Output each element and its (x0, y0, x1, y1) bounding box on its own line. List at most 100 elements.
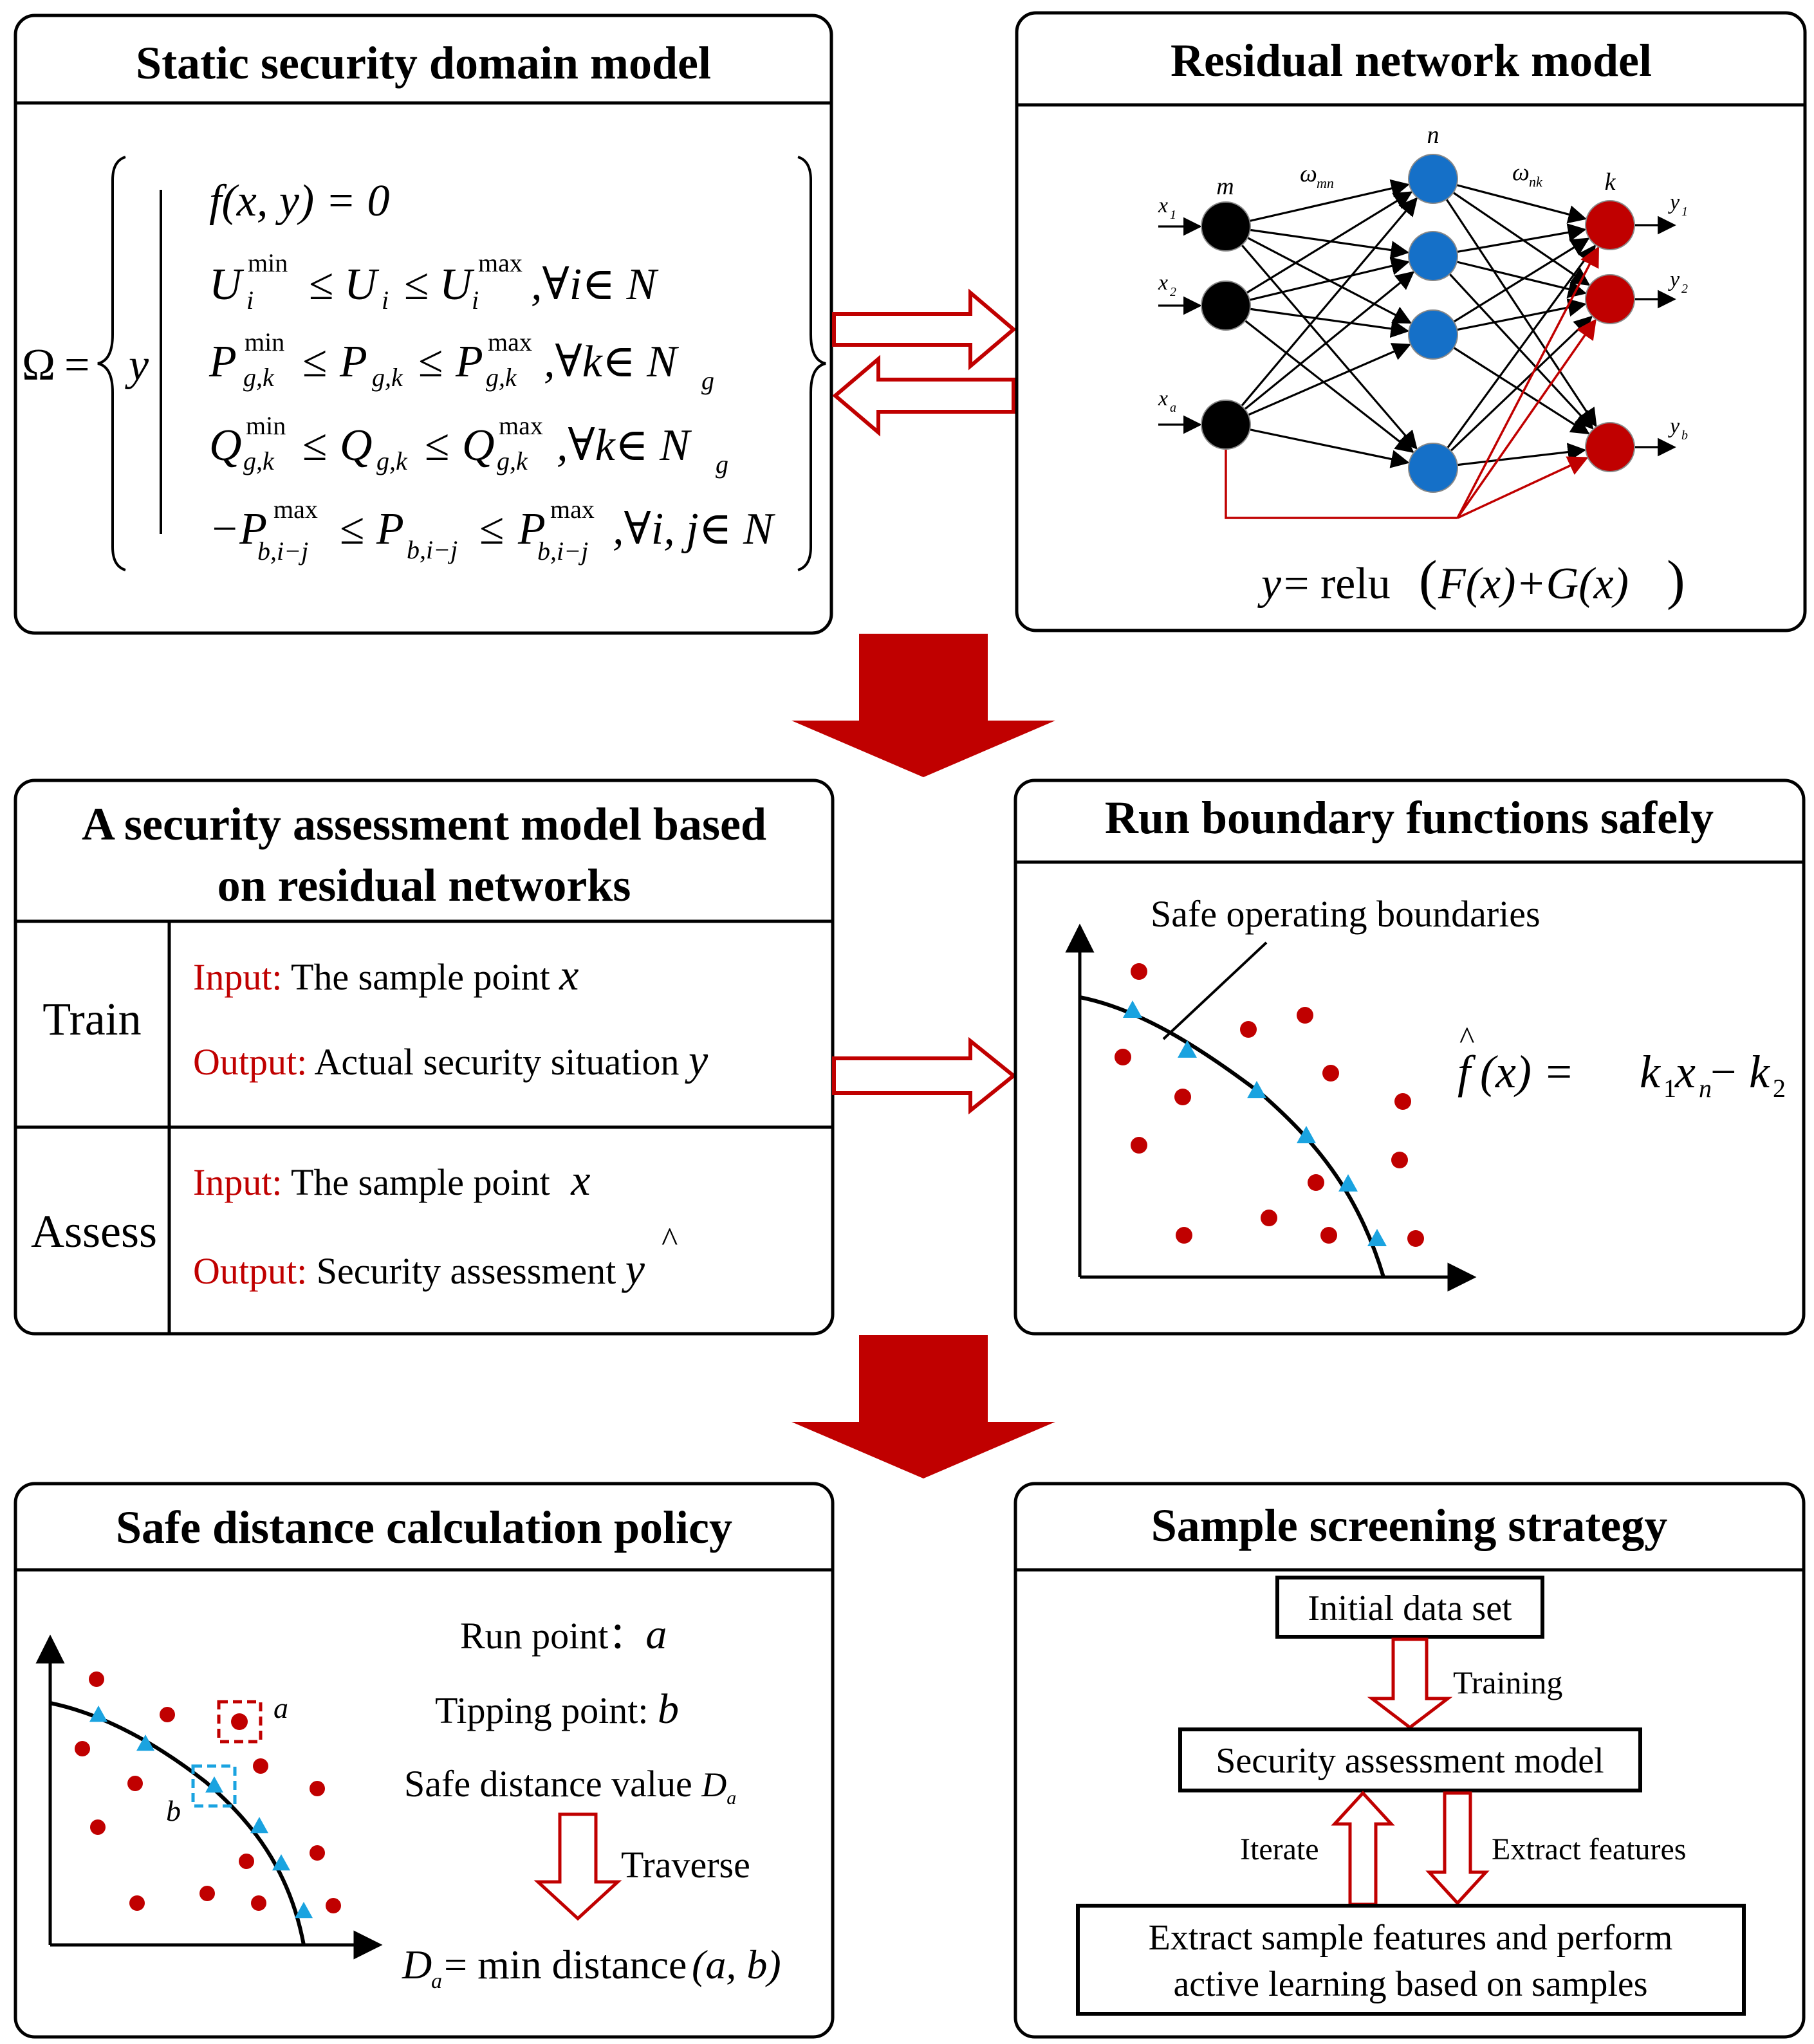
scatter-point (1394, 1093, 1411, 1110)
svg-text:y: y (1668, 190, 1680, 214)
boundary-annotation: Safe operating boundaries (1151, 893, 1541, 935)
scatter-point (253, 1758, 268, 1774)
svg-text:g,k: g,k (243, 363, 275, 392)
svg-text:U: U (209, 260, 245, 309)
svg-text:n: n (1699, 1074, 1712, 1103)
boundary-marker (295, 1902, 313, 1919)
svg-text:max: max (478, 248, 523, 277)
edge-input-hidden (1241, 197, 1418, 407)
training-arrow (1367, 1637, 1453, 1730)
active-learning-line2: active learning based on samples (1173, 1964, 1647, 2004)
svg-text:U: U (344, 260, 380, 309)
svg-text:y: y (1668, 268, 1680, 291)
traverse-arrow (533, 1812, 622, 1921)
svg-text:,∀k∈ N: ,∀k∈ N (557, 421, 692, 470)
weight-label-mn: ω mn (1300, 160, 1334, 191)
scatter-point (239, 1854, 254, 1869)
scatter-point (1261, 1210, 1277, 1226)
svg-text:^: ^ (1459, 1020, 1474, 1056)
svg-text:k: k (1640, 1046, 1661, 1098)
svg-text:,∀i∈ N: ,∀i∈ N (531, 260, 659, 309)
panel-static-security-domain: Static security domain model Ω = y f(x, … (14, 14, 833, 635)
panel-title-line2: on residual networks (217, 860, 631, 911)
scatter-point (1240, 1021, 1257, 1038)
hidden-node (1408, 309, 1458, 360)
svg-text:y: y (1257, 559, 1282, 609)
scatter-point (89, 1671, 104, 1687)
scatter-point (1131, 1137, 1147, 1154)
output-label-y2: y 2 (1668, 268, 1688, 296)
scatter-point (1320, 1227, 1337, 1244)
boundary-markers (89, 1706, 313, 1919)
tipping-point-highlight (191, 1764, 237, 1808)
constraint-branch-power: −P max b,i−j ≤ P b,i−j ≤ P max b,i−j ,∀i… (209, 495, 775, 566)
active-learning-line1: Extract sample features and perform (1149, 1918, 1673, 1958)
input-node (1201, 201, 1251, 252)
panel-title: Run boundary functions safely (1105, 792, 1714, 843)
svg-text:g: g (716, 450, 728, 479)
boundary-marker (250, 1817, 268, 1834)
svg-text:1: 1 (1681, 205, 1688, 219)
edge-hidden-output (1457, 443, 1587, 466)
svg-text:): ) (1667, 549, 1685, 611)
row-label-assess: Assess (31, 1206, 157, 1257)
left-brace (97, 156, 126, 571)
svg-text:i: i (246, 286, 254, 315)
scatter-point (1322, 1065, 1339, 1082)
boundary-marker (1297, 1126, 1316, 1143)
hidden-node (1408, 443, 1458, 493)
panel-title: Sample screening strategy (1151, 1500, 1668, 1551)
svg-text:P: P (339, 337, 367, 387)
svg-text:F(x)+G(x): F(x)+G(x) (1438, 559, 1629, 609)
panel-title: Residual network model (1171, 35, 1652, 86)
svg-text:D: D (402, 1942, 432, 1987)
skip-edge (1456, 318, 1597, 519)
svg-text:≤: ≤ (418, 337, 443, 387)
svg-text:≤: ≤ (340, 504, 364, 554)
assessment-model-label: Security assessment model (1216, 1741, 1604, 1781)
svg-text:P: P (208, 337, 237, 387)
edge-hidden-output (1456, 184, 1587, 224)
scatter-point (1115, 1049, 1131, 1065)
svg-text:Q: Q (340, 421, 373, 470)
scatter-point (1391, 1152, 1408, 1168)
input-label-x1: x 1 (1158, 194, 1176, 222)
svg-text:P: P (376, 504, 404, 554)
svg-text:2: 2 (1170, 285, 1176, 299)
scatter-point (127, 1776, 143, 1791)
panel-title: Safe distance calculation policy (116, 1502, 732, 1553)
iterate-arrow (1331, 1791, 1395, 1906)
svg-text:a: a (1170, 401, 1176, 415)
skip-edge (1456, 246, 1600, 519)
input-label-x2: x 2 (1158, 271, 1176, 299)
svg-text:nk: nk (1529, 174, 1543, 190)
panel-sample-screening: Sample screening strategy Initial data s… (1013, 1482, 1806, 2039)
extract-label: Extract features (1492, 1832, 1686, 1866)
edge-input-hidden (1248, 343, 1411, 416)
boundary-marker (136, 1735, 154, 1751)
svg-text:g,k: g,k (497, 447, 528, 475)
svg-text:mn: mn (1317, 175, 1334, 191)
edge-hidden-output (1448, 273, 1594, 430)
svg-text:b,i−j: b,i−j (537, 537, 588, 566)
omega-symbol: Ω (22, 340, 55, 390)
output-node (1585, 422, 1635, 472)
boundary-marker (1178, 1040, 1197, 1058)
edge-hidden-output (1453, 347, 1590, 435)
svg-text:,∀i, j∈ N: ,∀i, j∈ N (613, 504, 775, 554)
svg-text:ω: ω (1512, 159, 1530, 186)
scatter-point (1131, 963, 1147, 980)
edge-hidden-output (1450, 315, 1593, 452)
tipping-point-label: b (166, 1794, 181, 1827)
boundary-marker (205, 1776, 223, 1793)
svg-text:x: x (1158, 271, 1168, 295)
svg-text:b: b (1681, 428, 1688, 443)
initial-data-label: Initial data set (1308, 1588, 1512, 1628)
svg-text:(a, b): (a, b) (692, 1942, 781, 1987)
boundary-marker (1123, 1000, 1142, 1018)
hidden-node (1408, 154, 1458, 204)
tipping-point-text: Tipping point: b (435, 1686, 679, 1733)
edge-input-hidden (1249, 179, 1410, 223)
svg-text:U: U (440, 260, 475, 309)
edge-input-hidden (1249, 428, 1410, 468)
